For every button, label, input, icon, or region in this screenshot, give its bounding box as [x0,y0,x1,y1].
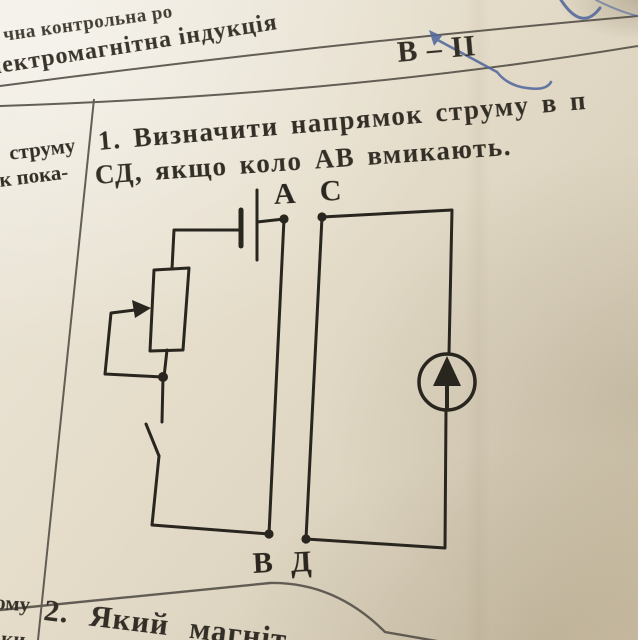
table-rule-row-divider [0,581,438,640]
left-column-fragment: ки [0,626,27,640]
node-label-A: А [272,176,297,211]
table-rule-header-bottom [0,45,638,107]
slider-arrow-icon [132,300,151,318]
pen-arrowhead [429,30,442,46]
node-B [264,529,274,539]
node-label-B: В [251,545,274,580]
node-A [279,214,289,224]
node-D [301,534,311,544]
node-C [317,212,327,222]
table-rule-top [0,15,638,87]
pen-stroke-corner [595,0,638,17]
galvanometer-arrow-icon [433,356,461,386]
wire-top-left [170,228,242,271]
circuit-diagram [103,188,477,550]
rheostat-body [148,266,191,353]
left-column-fragment: ому [0,590,31,617]
variant-label: В – II [395,29,478,69]
wire-bottom-left [150,454,271,536]
wire-switch-to-node [160,376,165,424]
node-label-D: Д [289,544,313,579]
wire-slider-return [103,308,165,379]
wire-AB [267,217,286,536]
node-label-C: С [318,173,343,208]
table-grid [0,15,638,640]
pen-check-mark [432,36,553,91]
wire-bottom-right [304,408,448,550]
table-column-divider [37,98,95,640]
circuit-nodes [158,212,327,544]
wire-CD [304,215,324,541]
wire-top-right [320,208,454,356]
node-rheostat-switch [158,372,168,382]
pen-marks [429,0,638,91]
switch-blade [144,422,161,458]
pen-hook-top-right [559,0,602,20]
